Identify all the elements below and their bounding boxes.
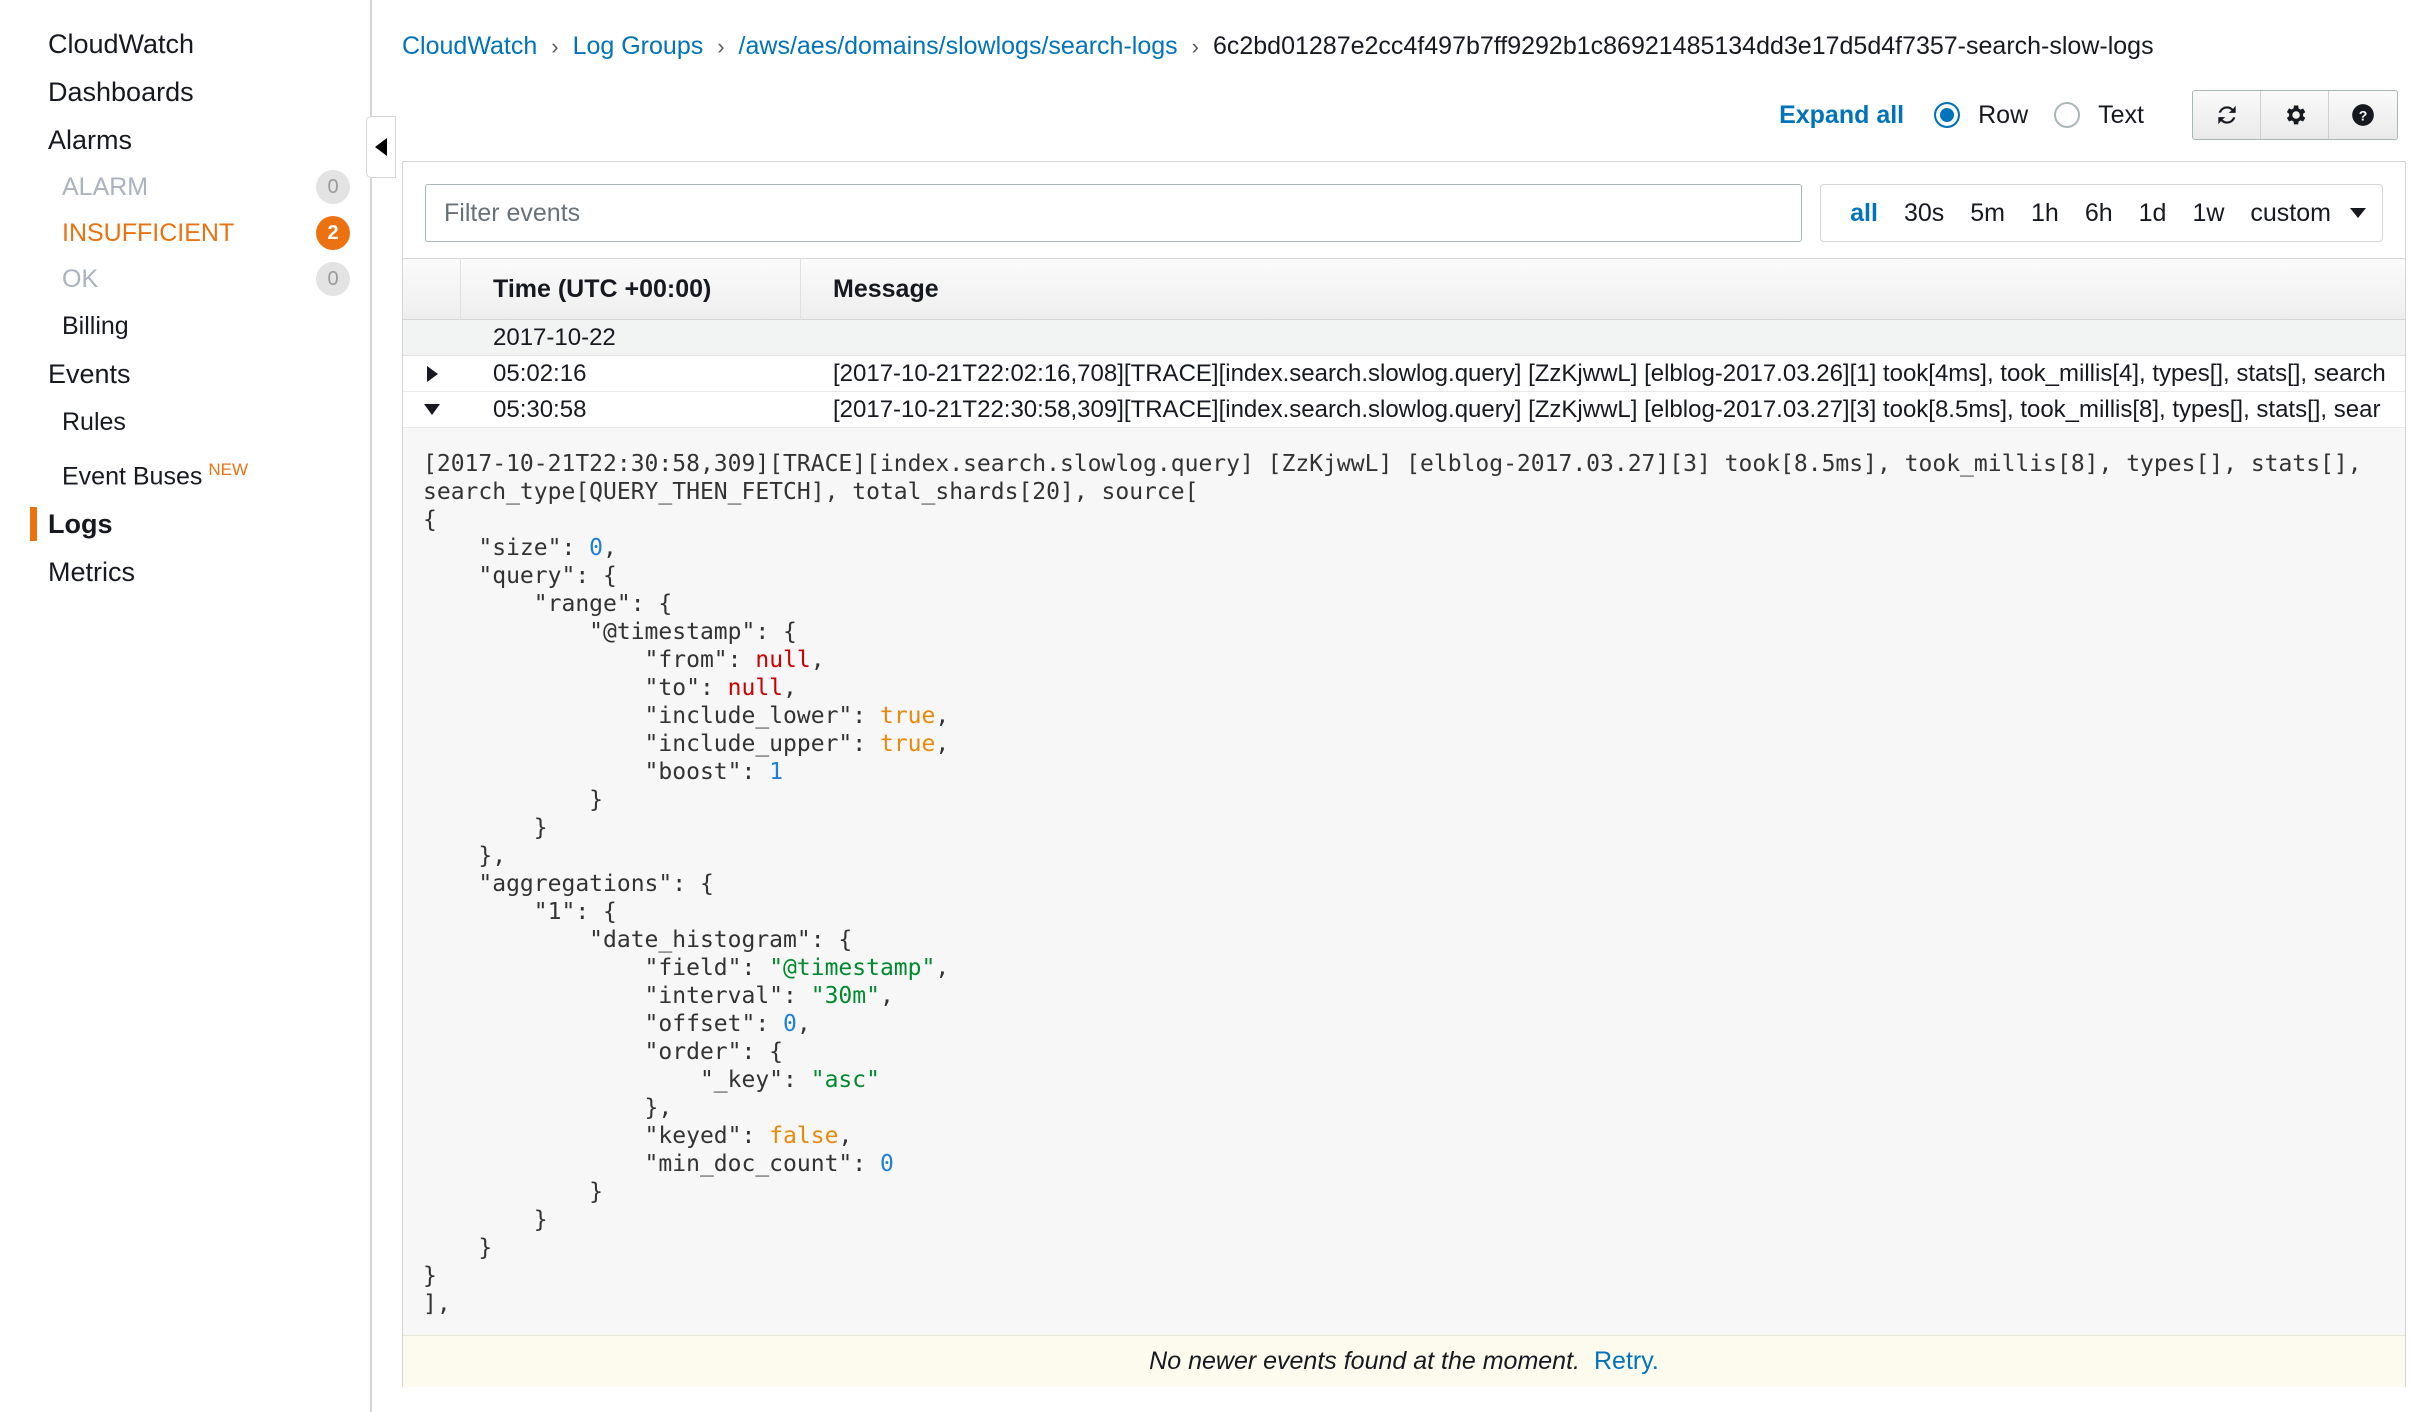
breadcrumb-item-log-stream: 6c2bd01287e2cc4f497b7ff9292b1c8692148513… (1212, 32, 2154, 60)
message-column-header[interactable]: Message (833, 274, 939, 303)
new-badge: NEW (208, 460, 249, 479)
table-row[interactable]: 05:30:58 [2017-10-21T22:30:58,309][TRACE… (403, 392, 2405, 428)
help-button[interactable]: ? (2329, 91, 2397, 139)
time-range-5m[interactable]: 5m (1970, 198, 2005, 227)
breadcrumb-item-log-groups[interactable]: Log Groups (572, 32, 704, 60)
time-range-6h[interactable]: 6h (2084, 198, 2113, 227)
radio-text-icon[interactable] (2054, 102, 2081, 128)
radio-row-icon[interactable] (1934, 102, 1961, 128)
detail-header-line-2: search_type[QUERY_THEN_FETCH], total_sha… (423, 479, 1199, 505)
table-row[interactable]: 05:02:16 [2017-10-21T22:02:16,708][TRACE… (403, 356, 2405, 392)
view-mode-text-label: Text (2098, 100, 2144, 129)
retry-link[interactable]: Retry. (1593, 1347, 1659, 1375)
time-range-1d[interactable]: 1d (2138, 198, 2167, 227)
insufficient-state-badge: 2 (316, 216, 350, 250)
time-range-30s[interactable]: 30s (1903, 198, 1945, 227)
breadcrumb: CloudWatch › Log Groups › /aws/aes/domains/s… (372, 0, 2436, 61)
svg-text:?: ? (2359, 107, 2368, 123)
date-group-row: 2017-10-22 (403, 320, 2405, 356)
ok-state-badge: 0 (316, 262, 350, 296)
event-buses-label: Event Buses (62, 462, 203, 491)
alarm-state-badge: 0 (316, 170, 350, 204)
row-message: [2017-10-21T22:30:58,309][TRACE][index.s… (833, 395, 2381, 423)
breadcrumb-item-cloudwatch[interactable]: CloudWatch (402, 32, 538, 60)
view-toolbar: Expand all Row Text (372, 89, 2436, 141)
chevron-down-icon[interactable] (2350, 208, 2366, 218)
view-mode-text-option[interactable]: Text (2054, 101, 2144, 130)
time-range-all[interactable]: all (1850, 198, 1878, 227)
settings-button[interactable] (2261, 91, 2329, 139)
expand-all-button[interactable]: Expand all (1779, 100, 1905, 129)
status-message: No newer events found at the moment. (1149, 1347, 1580, 1375)
filter-row: all 30s 5m 1h 6h 1d 1w custom (403, 162, 2405, 258)
sidebar: CloudWatch Dashboards Alarms ALARM 0 INS… (0, 0, 396, 1412)
table-header: Time (UTC +00:00) Message (403, 258, 2405, 320)
chevron-right-icon (426, 365, 438, 382)
toolbar-button-group: ? (2192, 90, 2398, 140)
sidebar-item-rules[interactable]: Rules (62, 408, 126, 436)
row-time: 05:30:58 (493, 395, 587, 423)
sidebar-item-alarm-state[interactable]: ALARM 0 (0, 164, 370, 210)
time-range-selector: all 30s 5m 1h 6h 1d 1w custom (1820, 184, 2383, 242)
refresh-button[interactable] (2193, 91, 2261, 139)
time-range-custom[interactable]: custom (2250, 198, 2331, 227)
time-range-1w[interactable]: 1w (2192, 198, 2225, 227)
breadcrumb-separator-icon: › (1191, 34, 1199, 59)
toggle-column-header (403, 258, 461, 320)
sidebar-collapse-button[interactable] (366, 116, 396, 178)
sidebar-item-logs[interactable]: Logs (0, 500, 370, 548)
help-icon: ? (2352, 104, 2374, 126)
row-collapse-toggle[interactable] (403, 404, 461, 415)
alarm-state-label: ALARM (62, 173, 149, 201)
breadcrumb-item-log-group[interactable]: /aws/aes/domains/slowlogs/search-logs (738, 32, 1178, 60)
status-footer: No newer events found at the moment. Ret… (403, 1335, 2405, 1387)
log-events-panel: all 30s 5m 1h 6h 1d 1w custom Time (UTC … (402, 161, 2406, 1387)
row-time: 05:02:16 (493, 359, 587, 387)
view-mode-row-option[interactable]: Row (1934, 101, 2028, 130)
time-column-header[interactable]: Time (UTC +00:00) (461, 258, 801, 320)
detail-header-line-1: [2017-10-21T22:30:58,309][TRACE][index.s… (423, 451, 2362, 477)
sidebar-item-metrics[interactable]: Metrics (48, 557, 135, 588)
expanded-event-detail: [2017-10-21T22:30:58,309][TRACE][index.s… (403, 428, 2405, 1335)
refresh-icon (2217, 105, 2236, 125)
sidebar-item-cloudwatch[interactable]: CloudWatch (48, 29, 195, 59)
date-group-label: 2017-10-22 (493, 323, 616, 351)
sidebar-item-event-buses[interactable]: Event Buses NEW (0, 446, 370, 500)
insufficient-state-label: INSUFFICIENT (62, 219, 235, 247)
row-message: [2017-10-21T22:02:16,708][TRACE][index.s… (833, 359, 2386, 387)
chevron-down-icon (424, 404, 440, 415)
breadcrumb-separator-icon: › (551, 34, 559, 59)
row-expand-toggle[interactable] (403, 365, 461, 382)
sidebar-item-alarms[interactable]: Alarms (48, 125, 133, 155)
main-content: CloudWatch › Log Groups › /aws/aes/domains/s… (372, 0, 2436, 1412)
gear-icon (2286, 105, 2305, 125)
sidebar-item-events[interactable]: Events (48, 359, 131, 389)
ok-state-label: OK (62, 265, 99, 293)
view-mode-row-label: Row (1978, 100, 2029, 129)
detail-json-body: { "size": 0, "query": { "range": { "@tim… (423, 507, 950, 1317)
breadcrumb-separator-icon: › (717, 34, 725, 59)
sidebar-item-dashboards[interactable]: Dashboards (48, 77, 194, 107)
caret-left-icon (375, 138, 387, 156)
sidebar-item-insufficient-state[interactable]: INSUFFICIENT 2 (0, 210, 370, 256)
sidebar-item-billing[interactable]: Billing (62, 312, 129, 340)
filter-events-input[interactable] (425, 184, 1803, 242)
sidebar-item-ok-state[interactable]: OK 0 (0, 256, 370, 302)
time-range-1h[interactable]: 1h (2031, 198, 2059, 227)
log-events-table: Time (UTC +00:00) Message 2017-10-22 05:… (403, 258, 2405, 1335)
